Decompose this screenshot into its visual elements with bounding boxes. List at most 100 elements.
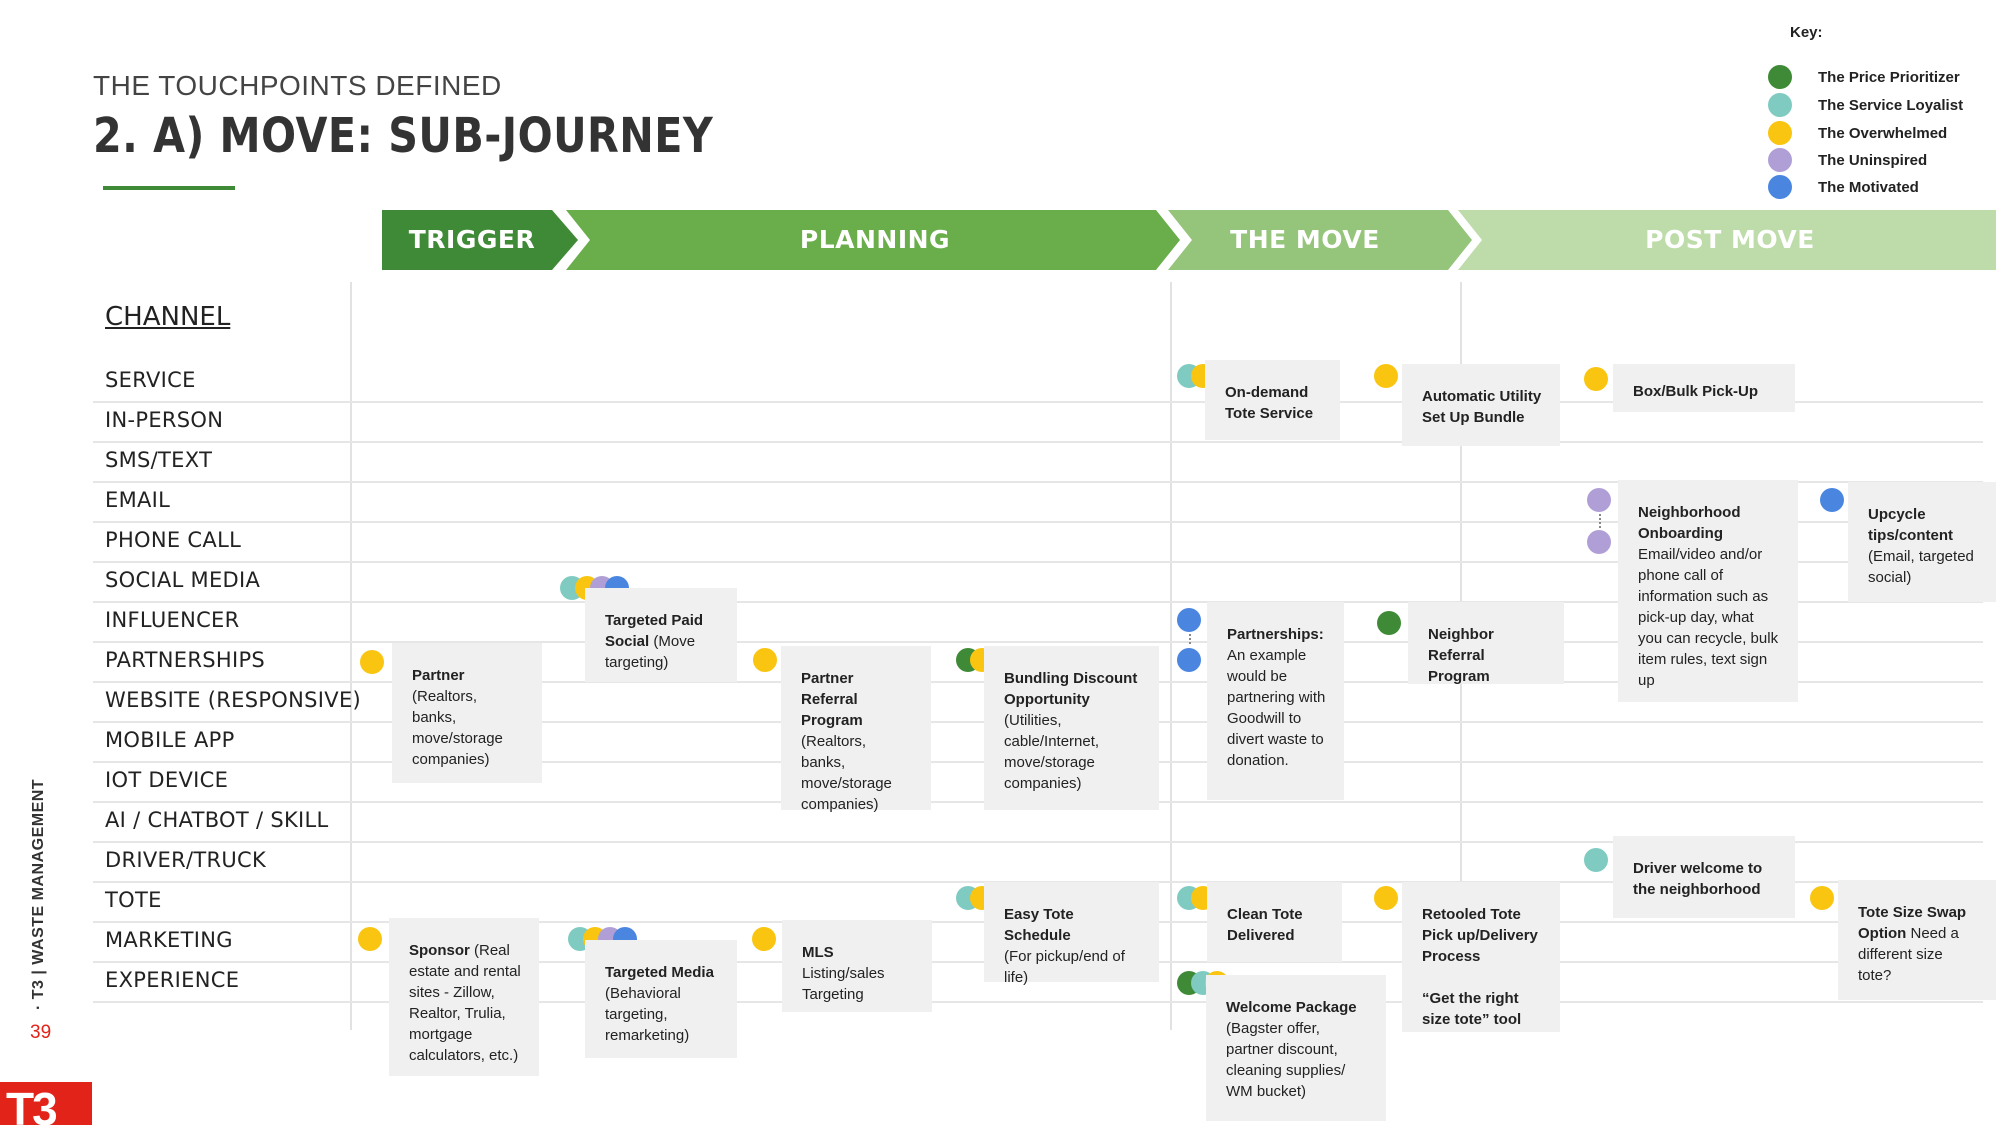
card-title: Neighbor Referral Program xyxy=(1428,626,1494,685)
channel-label-driver-truck: DRIVER/TRUCK xyxy=(105,848,267,872)
card-title: Tote Size Swap Option xyxy=(1858,904,1967,942)
phase-trigger-shape xyxy=(382,210,578,270)
channel-label-email: EMAIL xyxy=(105,488,171,512)
touchpoint-card-targeted-paid-social: Targeted Paid Social (Move targeting) xyxy=(585,588,737,682)
phase-post-move: POST MOVE xyxy=(1645,225,1815,254)
persona-dot-motivated xyxy=(1820,488,1844,512)
card-body: An example would be partnering with Good… xyxy=(1227,647,1326,769)
key-label: The Uninspired xyxy=(1818,151,1928,169)
card-body: Email/video and/or phone call of informa… xyxy=(1638,546,1779,689)
persona-dot-uninspired xyxy=(1587,488,1611,512)
key-item-price-prioritizer: The Price Prioritizer xyxy=(1768,64,1960,90)
touchpoint-card-neighborhood-onboarding: Neighborhood Onboarding Email/video and/… xyxy=(1618,480,1798,702)
persona-dot-overwhelmed xyxy=(1374,364,1398,388)
key-item-motivated: The Motivated xyxy=(1768,174,1919,200)
grid-divider xyxy=(350,282,352,1030)
phase-planning-shape xyxy=(566,210,1180,270)
channel-label-iot-device: IOT DEVICE xyxy=(105,768,229,792)
channel-label-phone-call: PHONE CALL xyxy=(105,528,242,552)
card-body: Listing/sales Targeting xyxy=(802,965,885,1003)
touchpoint-card-clean-tote: Clean Tote Delivered xyxy=(1207,882,1342,962)
dot-green-icon xyxy=(1768,65,1792,89)
key-item-service-loyalist: The Service Loyalist xyxy=(1768,92,1963,118)
phase-banner xyxy=(382,210,1996,270)
row-divider xyxy=(93,641,1983,643)
t3-logo: T3 xyxy=(0,1082,92,1135)
touchpoint-card-tote-size-swap: Tote Size Swap Option Need a different s… xyxy=(1838,880,1996,1000)
card-body: (Bagster offer, partner discount, cleani… xyxy=(1226,1020,1346,1100)
dot-blue-icon xyxy=(1768,175,1792,199)
key-item-uninspired: The Uninspired xyxy=(1768,147,1927,173)
touchpoint-card-welcome-package: Welcome Package (Bagster offer, partner … xyxy=(1206,975,1386,1121)
touchpoint-card-partner-referral: Partner Referral Program (Realtors, bank… xyxy=(781,646,931,813)
key-title: Key: xyxy=(1790,24,1823,41)
card-title: Partner Referral Program xyxy=(801,670,863,729)
persona-dot-motivated xyxy=(1177,608,1201,632)
persona-dot-overwhelmed xyxy=(1584,367,1608,391)
side-footer-label: · T3 | WASTE MANAGEMENT xyxy=(30,778,47,1010)
card-title: Neighborhood Onboarding xyxy=(1638,504,1741,542)
channel-label-tote: TOTE xyxy=(105,888,162,912)
channel-label-influencer: INFLUENCER xyxy=(105,608,240,632)
dot-teal-icon xyxy=(1768,93,1792,117)
card-title: Sponsor xyxy=(409,942,470,959)
connector-dots xyxy=(1599,514,1603,528)
card-body: (Utilities, cable/Internet, move/storage… xyxy=(1004,712,1100,792)
channel-label-social-media: SOCIAL MEDIA xyxy=(105,568,261,592)
persona-dot-overwhelmed xyxy=(1810,886,1834,910)
card-body: (Realtors, banks, move/storage companies… xyxy=(412,688,503,768)
persona-dot-motivated xyxy=(1177,648,1201,672)
touchpoint-card-driver-welcome: Driver welcome to the neighborhood xyxy=(1613,836,1795,918)
touchpoint-card-partner: Partner (Realtors, banks, move/storage c… xyxy=(392,643,542,783)
persona-dot-service-loyalist xyxy=(1584,848,1608,872)
channel-label-marketing: MARKETING xyxy=(105,928,233,952)
card-title: Clean Tote Delivered xyxy=(1227,906,1303,944)
touchpoint-card-targeted-media: Targeted Media (Behavioral targeting, re… xyxy=(585,940,737,1058)
card-title: Welcome Package xyxy=(1226,999,1357,1016)
channel-label-mobile-app: MOBILE APP xyxy=(105,728,235,752)
persona-dot-overwhelmed xyxy=(358,927,382,951)
title-underline xyxy=(103,186,235,190)
card-title: Box/Bulk Pick-Up xyxy=(1633,383,1759,400)
touchpoint-card-sponsor: Sponsor (Real estate and rental sites - … xyxy=(389,918,539,1076)
key-item-overwhelmed: The Overwhelmed xyxy=(1768,120,1947,146)
row-divider xyxy=(93,841,1983,843)
page-subtitle: THE TOUCHPOINTS DEFINED xyxy=(93,70,502,101)
page-title: 2. A) MOVE: SUB-JOURNEY xyxy=(93,108,714,164)
card-title: Upcycle tips/content xyxy=(1868,506,1953,544)
channel-label-service: SERVICE xyxy=(105,368,196,392)
card-body: (Realtors, banks, move/storage companies… xyxy=(801,733,892,813)
card-title: Easy Tote Schedule xyxy=(1004,906,1074,944)
touchpoint-card-retooled-tote: Retooled Tote Pick up/Delivery Process “… xyxy=(1402,882,1560,1032)
touchpoint-card-neighbor-referral: Neighbor Referral Program xyxy=(1408,602,1564,685)
channel-label-experience: EXPERIENCE xyxy=(105,968,240,992)
persona-dot-overwhelmed xyxy=(753,648,777,672)
card-body: (Move targeting) xyxy=(605,633,696,671)
touchpoint-card-partnerships-goodwill: Partnerships: An example would be partne… xyxy=(1207,602,1344,800)
channel-label-website: WEBSITE (RESPONSIVE) xyxy=(105,688,362,712)
persona-dot-overwhelmed xyxy=(360,650,384,674)
card-title: On-demand Tote Service xyxy=(1225,384,1314,422)
row-divider xyxy=(93,561,1983,563)
card-body: (Behavioral targeting, remarketing) xyxy=(605,985,690,1044)
dot-lavender-icon xyxy=(1768,148,1792,172)
card-title: Targeted Paid Social xyxy=(605,612,704,650)
card-title: Partnerships: xyxy=(1227,626,1324,643)
row-divider xyxy=(93,601,1983,603)
touchpoint-card-mls: MLS Listing/sales Targeting xyxy=(782,920,932,1012)
card-title: Driver welcome to the neighborhood xyxy=(1633,860,1763,898)
grid-divider xyxy=(1170,282,1172,1030)
phase-the-move: THE MOVE xyxy=(1230,225,1380,254)
phase-planning: PLANNING xyxy=(799,225,951,254)
touchpoint-card-upcycle-tips: Upcycle tips/content (Email, targeted so… xyxy=(1848,482,1996,602)
card-title: Automatic Utility Set Up Bundle xyxy=(1422,388,1542,426)
row-divider xyxy=(93,1001,1983,1003)
card-body: Need a different size tote? xyxy=(1858,925,1959,984)
channel-header: CHANNEL xyxy=(105,302,231,332)
persona-dot-overwhelmed xyxy=(1374,886,1398,910)
persona-dot-overwhelmed xyxy=(752,927,776,951)
card-title: MLS xyxy=(802,944,834,961)
card-title: Partner xyxy=(412,667,465,684)
touchpoint-card-automatic-utility: Automatic Utility Set Up Bundle xyxy=(1402,364,1560,446)
channel-label-sms-text: SMS/TEXT xyxy=(105,448,213,472)
